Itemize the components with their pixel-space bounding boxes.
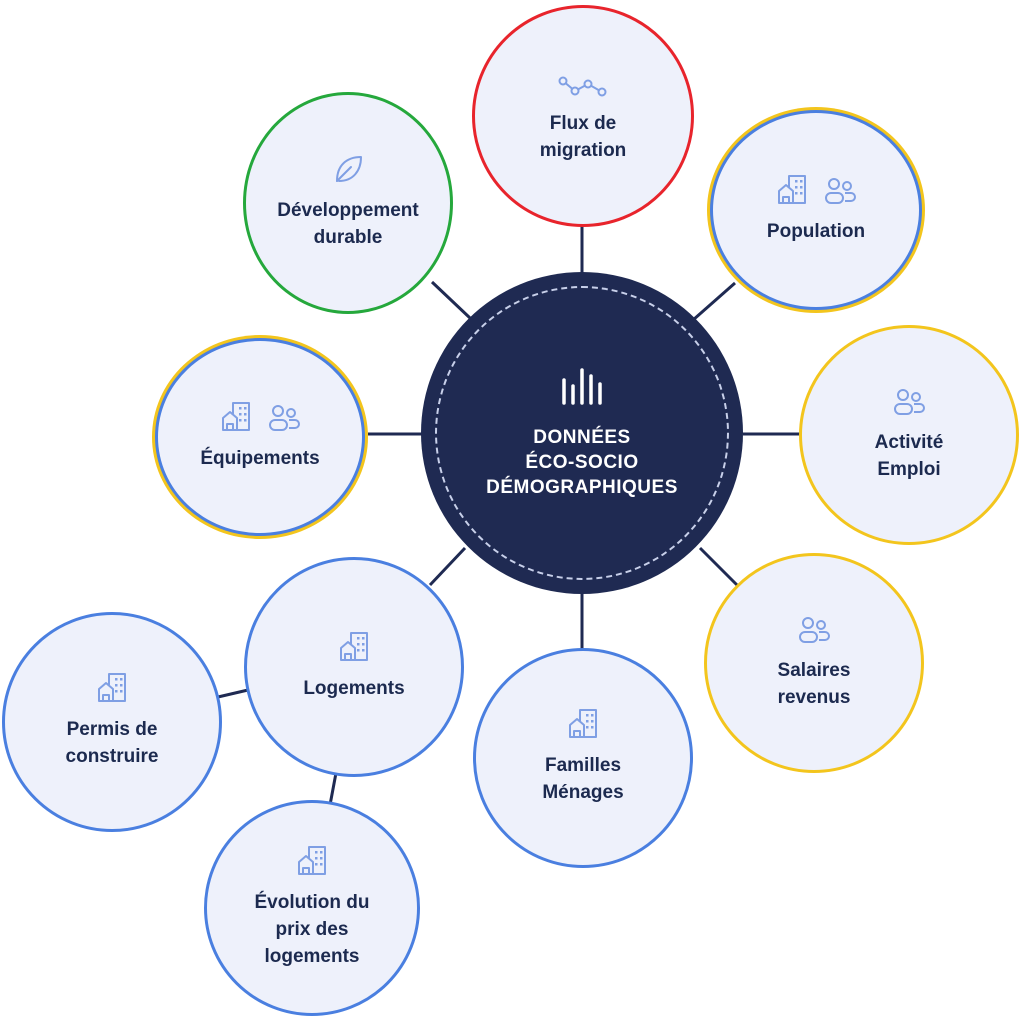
link-population bbox=[692, 281, 736, 322]
buildings-icon bbox=[219, 399, 253, 433]
node-icons bbox=[892, 387, 926, 417]
buildings-icon bbox=[337, 629, 371, 663]
node-evolution-prix[interactable]: Évolution du prix des logements bbox=[204, 800, 420, 1016]
node-label: Logements bbox=[303, 677, 405, 699]
node-icons bbox=[331, 155, 365, 185]
node-label: Flux de migration bbox=[539, 113, 627, 161]
node-permis-construire[interactable]: Permis de construire bbox=[2, 612, 222, 832]
center-dashed-ring bbox=[435, 286, 729, 580]
node-equipements[interactable]: Équipements bbox=[155, 338, 365, 536]
link-evolution bbox=[328, 772, 338, 806]
node-label: Salaires revenus bbox=[777, 660, 851, 708]
node-label: Population bbox=[766, 220, 866, 242]
link-logements bbox=[428, 546, 467, 587]
node-icons bbox=[337, 631, 371, 663]
node-population[interactable]: Population bbox=[710, 110, 922, 310]
node-label: Activité Emploi bbox=[874, 432, 944, 480]
buildings-icon bbox=[566, 706, 600, 740]
buildings-icon bbox=[295, 843, 329, 877]
chart-line-icon bbox=[558, 76, 608, 98]
node-activite-emploi[interactable]: Activité Emploi bbox=[799, 325, 1019, 545]
node-developpement-durable[interactable]: Développement durable bbox=[243, 92, 453, 314]
center-hub: DONNÉES ÉCO-SOCIO DÉMOGRAPHIQUES bbox=[421, 272, 743, 594]
node-logements[interactable]: Logements bbox=[244, 557, 464, 777]
node-label: Développement durable bbox=[277, 200, 419, 248]
people-icon bbox=[267, 403, 301, 433]
node-label: Familles Ménages bbox=[542, 755, 624, 803]
node-icons bbox=[295, 845, 329, 877]
leaf-icon bbox=[331, 153, 365, 185]
people-icon bbox=[823, 176, 857, 206]
node-icons bbox=[566, 709, 600, 740]
people-icon bbox=[797, 615, 831, 645]
node-icons bbox=[558, 68, 608, 98]
node-salaires-revenus[interactable]: Salaires revenus bbox=[704, 553, 924, 773]
link-salaires bbox=[698, 546, 740, 588]
node-flux-migration[interactable]: Flux de migration bbox=[472, 5, 694, 227]
link-permis bbox=[217, 688, 249, 699]
buildings-icon bbox=[775, 172, 809, 206]
node-icons bbox=[797, 615, 831, 645]
node-icons bbox=[219, 401, 301, 433]
node-label: Évolution du prix des logements bbox=[254, 891, 370, 967]
node-familles-menages[interactable]: Familles Ménages bbox=[473, 648, 693, 868]
people-icon bbox=[892, 387, 926, 417]
node-icons bbox=[775, 174, 857, 206]
node-label: Équipements bbox=[200, 447, 320, 469]
node-icons bbox=[95, 673, 129, 704]
buildings-icon bbox=[95, 670, 129, 704]
link-developpement bbox=[430, 280, 472, 320]
node-label: Permis de construire bbox=[65, 719, 159, 767]
